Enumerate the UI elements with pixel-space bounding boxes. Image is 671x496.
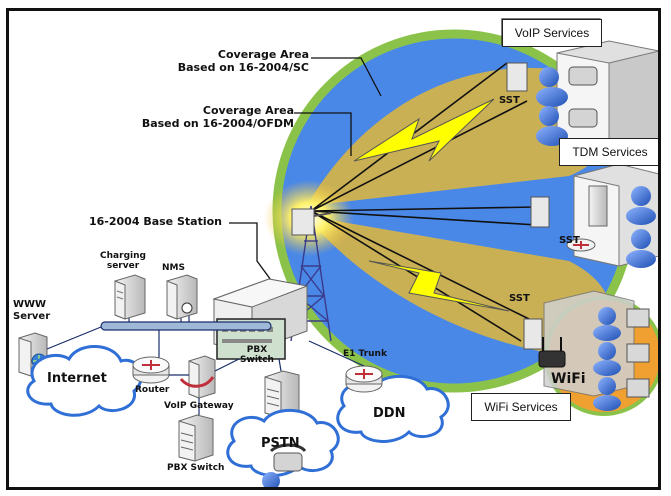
- pbx-top-line2: Switch: [240, 355, 274, 366]
- sst-label-wifi: SST: [509, 293, 530, 304]
- pstn-cloud: [226, 408, 340, 477]
- voip-gateway-device: [179, 355, 216, 399]
- base-station-label: 16-2004 Base Station: [89, 215, 222, 228]
- e1-router-icon: [345, 365, 383, 393]
- pbx-switch-bottom-label: PBX Switch: [167, 463, 225, 473]
- internet-label: Internet: [47, 371, 107, 386]
- coverage-sc-line1: Coverage Area: [217, 48, 309, 61]
- wifi-services-box: WiFi Services: [471, 393, 571, 421]
- coverage-sc-label: Coverage Area Based on 16-2004/SC: [159, 48, 309, 74]
- nms-server: [166, 274, 198, 320]
- e1-trunk-label: E1 Trunk: [343, 349, 387, 359]
- www-line2: Server: [13, 310, 51, 322]
- coverage-ofdm-label: Coverage Area Based on 16-2004/OFDM: [119, 104, 294, 130]
- charging-server: [114, 274, 146, 320]
- diagram-canvas: [18, 18, 658, 487]
- charging-line1: Charging: [100, 251, 146, 261]
- voip-gateway-label: VoIP Gateway: [164, 401, 234, 411]
- sst-label-tdm: SST: [559, 235, 580, 246]
- telephone-icon: [262, 443, 307, 487]
- signal-bolt-upper: [353, 98, 495, 162]
- base-station-cabinet: [212, 278, 309, 360]
- router-label: Router: [135, 385, 170, 395]
- charging-line2: server: [106, 261, 140, 272]
- ddn-label: DDN: [373, 406, 406, 421]
- voip-site: [506, 40, 658, 152]
- pstn-label: PSTN: [261, 436, 300, 451]
- lan-bus: [100, 321, 272, 331]
- pbx-switch-top: [264, 370, 300, 418]
- internet-cloud: [26, 345, 143, 417]
- router-icon: [132, 356, 170, 384]
- pbx-switch-top-label: PBX Switch: [237, 345, 277, 366]
- www-server-label: WWW Server: [13, 299, 50, 322]
- sst-label-voip: SST: [499, 95, 520, 106]
- coverage-sc-line2: Based on 16-2004/SC: [177, 60, 309, 74]
- tdm-site: [530, 163, 658, 268]
- voip-services-box: VoIP Services: [502, 19, 602, 47]
- diagram-frame: Coverage Area Based on 16-2004/SC Covera…: [6, 8, 661, 490]
- pbx-top-line1: PBX: [246, 345, 268, 355]
- coverage-ofdm-line2: Based on 16-2004/OFDM: [141, 116, 294, 130]
- coverage-ofdm-line1: Coverage Area: [202, 104, 294, 117]
- tdm-services-box: TDM Services: [559, 138, 658, 166]
- charging-server-label: Charging server: [95, 251, 151, 272]
- base-station-antenna: [291, 208, 315, 236]
- signal-bolt-lower: [368, 260, 510, 312]
- www-line1: WWW: [13, 299, 47, 310]
- pbx-switch-bottom: [178, 414, 214, 462]
- nms-label: NMS: [162, 263, 185, 273]
- coverage-lobe-upper: [307, 67, 611, 206]
- wifi-zone-label: WiFi: [551, 371, 586, 387]
- wifi-site: [523, 290, 650, 411]
